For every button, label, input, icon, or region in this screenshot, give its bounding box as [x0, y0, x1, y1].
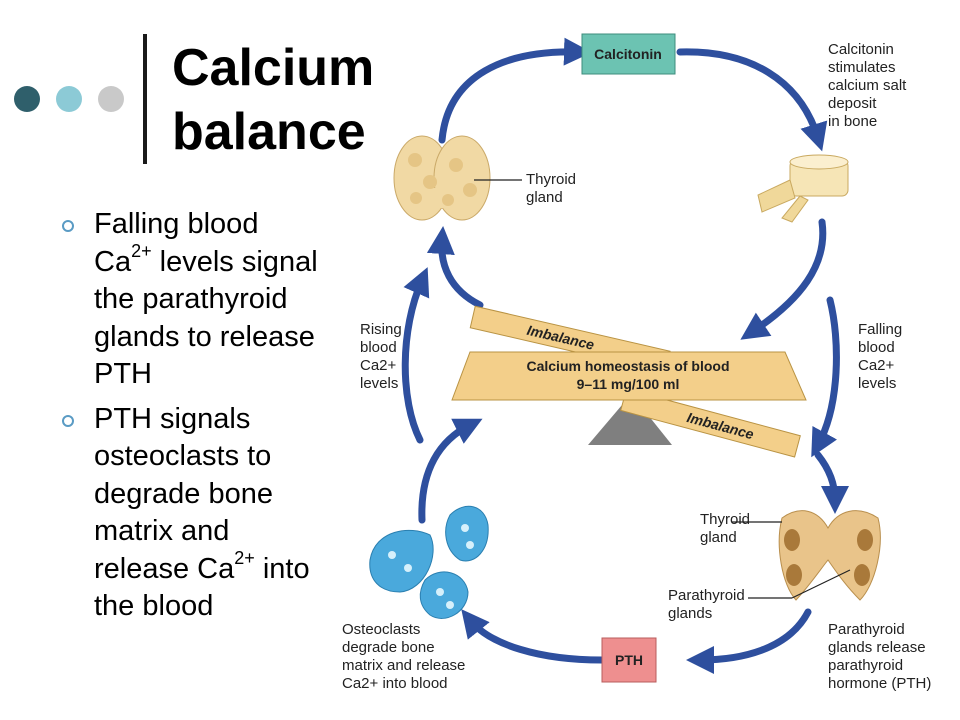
svg-text:in bone: in bone [828, 113, 877, 130]
svg-text:Thyroid: Thyroid [700, 511, 750, 528]
arrow-thyroid-to-calcitonin [438, 37, 592, 144]
bullet-item: PTH signals osteoclasts to degrade bone … [58, 401, 318, 626]
osteoclasts-note: Osteoclasts degrade bone matrix and rele… [342, 621, 465, 692]
arrow-pth-to-osteoclasts [461, 609, 606, 664]
arrow-right-falling [811, 296, 840, 458]
parathyroid-glands-label: Parathyroid glands [668, 587, 745, 622]
svg-text:Rising: Rising [360, 321, 402, 338]
arrow-calcitonin-to-bone [676, 48, 828, 152]
svg-text:degrade bone: degrade bone [342, 639, 435, 656]
svg-text:levels: levels [858, 375, 896, 392]
thyroid-gland-label-top: Thyroid gland [526, 171, 576, 206]
arrow-osteoclasts-to-beam [418, 418, 483, 524]
bullet-icon [62, 414, 74, 427]
dot-dark [14, 86, 40, 112]
calcitonin-box [581, 33, 676, 75]
svg-text:Thyroid: Thyroid [526, 171, 576, 188]
calcitonin-note: Calcitonin stimulates calcium salt depos… [828, 41, 907, 130]
svg-text:calcium salt: calcium salt [828, 77, 907, 94]
thyroid-gland-label-bottom: Thyroid gland [700, 511, 750, 546]
calcitonin-label: Calcitonin [594, 46, 662, 62]
fulcrum [588, 405, 672, 445]
svg-text:gland: gland [526, 189, 563, 206]
calcium-balance-diagram: Calcitonin Calcitonin stimulates calcium… [342, 33, 931, 692]
title-line-2: balance [172, 103, 366, 161]
arrow-bone-to-beam [740, 218, 827, 340]
svg-text:Parathyroid: Parathyroid [668, 587, 745, 604]
osteoclasts-illustration [369, 505, 489, 619]
svg-text:Parathyroid: Parathyroid [828, 621, 905, 638]
rising-label: Rising blood Ca2+ levels [360, 321, 402, 392]
thyroid-gland-illustration [393, 135, 491, 221]
svg-text:hormone (PTH): hormone (PTH) [828, 675, 931, 692]
svg-text:parathyroid: parathyroid [828, 657, 903, 674]
svg-text:deposit: deposit [828, 95, 877, 112]
svg-text:glands: glands [668, 605, 712, 622]
pth-box [601, 637, 657, 683]
bullet-list: Falling blood Ca2+ levels signal the par… [58, 206, 318, 633]
bullet-item: Falling blood Ca2+ levels signal the par… [58, 206, 318, 394]
svg-text:gland: gland [700, 529, 737, 546]
arrow-parathyroid-to-pth [686, 608, 812, 674]
title-line-1: Calcium [172, 39, 375, 97]
svg-text:stimulates: stimulates [828, 59, 896, 76]
svg-text:Ca2+: Ca2+ [858, 357, 895, 374]
arrow-imbalance-to-parathyroid [814, 451, 849, 514]
svg-text:Osteoclasts: Osteoclasts [342, 621, 420, 638]
arrow-beam-to-thyroid [426, 226, 484, 309]
dot-teal [56, 86, 82, 112]
svg-text:Ca2+: Ca2+ [360, 357, 397, 374]
falling-label: Falling blood Ca2+ levels [858, 321, 902, 392]
svg-text:Calcitonin: Calcitonin [828, 41, 894, 58]
svg-text:glands release: glands release [828, 639, 926, 656]
bullet-icon [62, 220, 74, 232]
title-rule [143, 34, 147, 164]
parathyroid-release-note: Parathyroid glands release parathyroid h… [828, 621, 931, 692]
svg-text:blood: blood [360, 339, 397, 356]
svg-text:levels: levels [360, 375, 398, 392]
svg-text:Falling: Falling [858, 321, 902, 338]
pth-label: PTH [615, 652, 643, 668]
arrow-left-rising [401, 267, 430, 444]
bone-illustration [757, 154, 849, 223]
svg-text:Ca2+ into blood: Ca2+ into blood [342, 675, 448, 692]
homeostasis-beam [451, 351, 807, 401]
cycle-arrows [401, 37, 849, 674]
svg-text:blood: blood [858, 339, 895, 356]
decorative-dots [14, 86, 124, 114]
homeostasis-line-2: 9–11 mg/100 ml [577, 376, 680, 392]
homeostasis-line-1: Calcium homeostasis of blood [526, 358, 729, 374]
svg-text:matrix and release: matrix and release [342, 657, 465, 674]
parathyroid-illustration [778, 510, 881, 601]
dot-gray [98, 86, 124, 112]
slide-title: Calcium balance [172, 36, 412, 164]
